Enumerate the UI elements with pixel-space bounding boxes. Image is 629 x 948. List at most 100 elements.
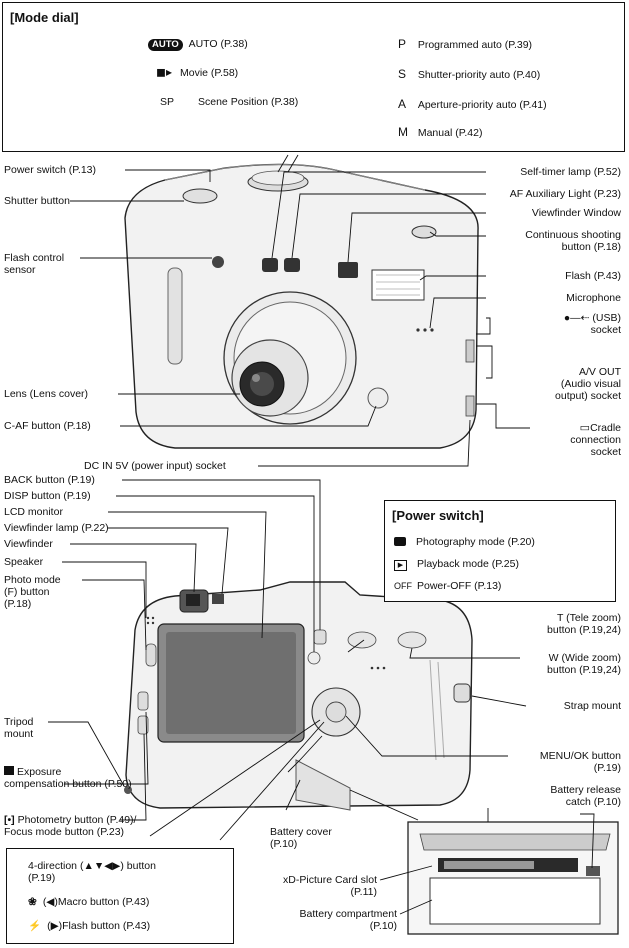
mode-p-label: Programmed auto (P.39) (417, 39, 533, 51)
flash-label: Flash (P.43) (565, 270, 621, 282)
mode-p: P Programmed auto (P.39) (398, 38, 532, 51)
mode-s-label: Shutter-priority auto (P.40) (417, 69, 541, 81)
flash-button-label: (▶)Flash button (P.43) (47, 920, 151, 932)
af-light-label: AF Auxiliary Light (P.23) (509, 188, 621, 200)
caf-button-label: C-AF button (P.18) (4, 420, 91, 432)
menu-ok-label-2: (P.19) (593, 762, 621, 774)
viewfinder-window-label: Viewfinder Window (531, 207, 621, 219)
tripod-label-2: mount (4, 728, 34, 740)
battery-release-label-1: Battery release (550, 784, 621, 796)
leader-lines (48, 154, 595, 915)
back-button-label: BACK button (P.19) (4, 474, 95, 486)
av-out-label-2: (Audio visual (560, 378, 621, 390)
flash-control-label-1: Flash control (4, 252, 65, 264)
direction-box (6, 848, 234, 944)
exposure-icon (4, 766, 14, 775)
photometry-text: Photometry button (P.49)/ (17, 814, 137, 826)
cradle-icon: ▭ (579, 422, 591, 434)
usb-icon: ●—⇠ (563, 312, 590, 324)
battery-cover-label-2: (P.10) (270, 838, 298, 850)
photography-mode-label: Photography mode (P.20) (416, 536, 535, 548)
cradle-label-2: connection (570, 434, 621, 446)
macro-button: ❀ (◀)Macro button (P.43) (28, 896, 149, 908)
m-symbol: M (398, 125, 408, 139)
battery-comp-label-2: (P.10) (369, 920, 397, 932)
usb-label-2: socket (590, 324, 621, 336)
av-out-label-3: output) socket (555, 390, 621, 402)
mode-dial-heading: [Mode dial] (10, 10, 79, 25)
power-off-label: Power-OFF (P.13) (417, 580, 502, 592)
macro-button-label: (◀)Macro button (P.43) (42, 896, 150, 908)
photo-mode-label-1: Photo mode (4, 574, 61, 586)
photo-mode-label-2: (F) button (4, 586, 50, 598)
menu-ok-label-1: MENU/OK button (539, 750, 621, 762)
mode-a: A Aperture-priority auto (P.41) (398, 98, 547, 111)
auto-badge: AUTO (148, 39, 183, 51)
a-symbol: A (398, 97, 407, 111)
viewfinder-lamp-label: Viewfinder lamp (P.22) (4, 522, 109, 534)
microphone-label: Microphone (566, 292, 621, 304)
xd-slot-label-2: (P.11) (350, 886, 377, 898)
speaker-label: Speaker (4, 556, 44, 568)
continuous-label-2: button (P.18) (561, 241, 621, 253)
cradle-label-3: socket (590, 446, 621, 458)
photo-mode-label-3: (P.18) (4, 598, 32, 610)
playback-mode-label: Playback mode (P.25) (417, 558, 519, 570)
power-off-mode: OFF Power-OFF (P.13) (394, 580, 501, 592)
photometry-icon: [•] (4, 814, 15, 826)
cradle-label-1: ▭Cradle (580, 422, 621, 434)
movie-icon: ◼▸ (156, 65, 172, 79)
mode-auto: AUTO AUTO (P.38) (148, 38, 248, 51)
camera-icon (394, 537, 406, 546)
mode-sp: SP Scene Position (P.38) (160, 96, 298, 108)
mode-dial-box (2, 2, 625, 152)
disp-button-label: DISP button (P.19) (4, 490, 91, 502)
photometry-label-1: [•] Photometry button (P.49)/ (4, 814, 136, 826)
lens-label: Lens (Lens cover) (4, 388, 89, 400)
power-switch-label: Power switch (P.13) (4, 164, 97, 176)
off-symbol: OFF (394, 581, 412, 591)
power-switch-box (384, 500, 616, 602)
mode-s: S Shutter-priority auto (P.40) (398, 68, 540, 81)
exposure-text: Exposure (17, 766, 62, 778)
usb-text: (USB) (592, 312, 621, 324)
sp-symbol: SP (160, 96, 175, 108)
usb-label-1: ●—⇠ (USB) (564, 312, 621, 324)
photography-mode: Photography mode (P.20) (394, 536, 535, 548)
viewfinder-label: Viewfinder (4, 538, 53, 550)
power-switch-heading: [Power switch] (392, 508, 484, 523)
mode-m-label: Manual (P.42) (417, 127, 483, 139)
dc-in-label: DC IN 5V (power input) socket (84, 460, 226, 472)
mode-movie-label: Movie (P.58) (180, 67, 239, 79)
wide-label-1: W (Wide zoom) (548, 652, 621, 664)
playback-mode: ▶ Playback mode (P.25) (394, 558, 519, 571)
strap-mount-label: Strap mount (563, 700, 621, 712)
macro-icon: ❀ (28, 896, 37, 908)
mode-movie: ◼▸ Movie (P.58) (156, 66, 238, 79)
camera-front-graphic (124, 163, 479, 449)
continuous-label-1: Continuous shooting (525, 229, 621, 241)
tele-label-1: T (Tele zoom) (557, 612, 621, 624)
flash-button: ⚡ (▶)Flash button (P.43) (28, 920, 150, 932)
cradle-text: Cradle (590, 422, 621, 434)
flash-icon: ⚡ (28, 920, 42, 932)
self-timer-label: Self-timer lamp (P.52) (520, 166, 621, 178)
wide-label-2: button (P.19,24) (547, 664, 621, 676)
tripod-label-1: Tripod (4, 716, 34, 728)
tele-label-2: button (P.19,24) (547, 624, 621, 636)
exposure-label-1: Exposure (4, 766, 61, 778)
battery-cover-label-1: Battery cover (270, 826, 332, 838)
mode-auto-label: AUTO (P.38) (188, 38, 248, 50)
exposure-label-2: compensation button (P.50) (4, 778, 132, 790)
photometry-label-2: Focus mode button (P.23) (4, 826, 125, 838)
playback-icon: ▶ (394, 560, 407, 571)
direction-line-2: (P.19) (28, 872, 56, 884)
xd-slot-label-1: xD-Picture Card slot (283, 874, 377, 886)
flash-control-label-2: sensor (4, 264, 36, 276)
s-symbol: S (398, 67, 407, 81)
p-symbol: P (398, 37, 407, 51)
battery-compartment-inset (407, 821, 619, 935)
mode-sp-label: Scene Position (P.38) (198, 96, 299, 108)
av-out-label-1: A/V OUT (578, 366, 621, 378)
battery-release-label-2: catch (P.10) (565, 796, 621, 808)
